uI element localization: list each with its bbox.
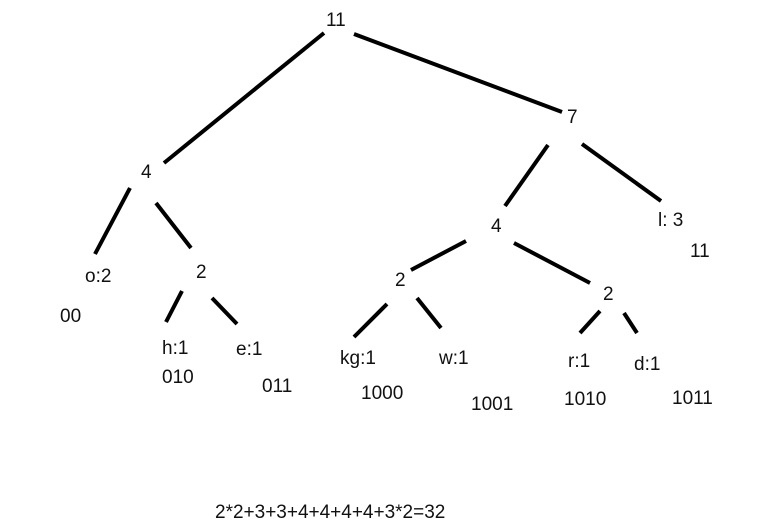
node-root: 11: [326, 10, 346, 31]
edge-2-d: [622, 311, 639, 335]
leaf-h-label: h:1: [162, 338, 189, 359]
leaf-kg-label: kg:1: [340, 348, 376, 369]
edge-root-left: [162, 31, 326, 165]
edge-2-r: [578, 309, 602, 335]
edge-7-l: [580, 142, 663, 203]
edge-2-e: [210, 296, 239, 326]
edge-2-kg: [352, 302, 389, 339]
leaf-w-code: 1001: [471, 394, 514, 415]
edge-7-4: [503, 143, 550, 208]
node-right-internal: 7: [567, 107, 578, 128]
edge-2-h: [164, 290, 184, 323]
leaf-d-code: 1011: [672, 388, 713, 409]
node-left-internal: 4: [141, 162, 152, 183]
node-right-left-internal: 4: [491, 216, 502, 237]
node-left-right-internal: 2: [196, 262, 207, 283]
edge-root-right: [353, 32, 563, 114]
edge-2-w: [415, 296, 443, 330]
leaf-o-label: o:2: [85, 266, 112, 287]
edge-4-2: [154, 201, 193, 250]
leaf-r-label: r:1: [568, 351, 591, 372]
leaf-e-label: e:1: [236, 339, 263, 360]
leaf-l-code: 11: [690, 241, 710, 262]
leaf-l-label: l: 3: [658, 210, 684, 231]
leaf-h-code: 010: [162, 367, 194, 388]
node-mid-left-internal: 2: [395, 270, 406, 291]
leaf-e-code: 011: [262, 376, 293, 397]
leaf-kg-code: 1000: [361, 383, 404, 404]
leaf-d-label: d:1: [634, 354, 661, 375]
edge-4-2mid: [410, 239, 467, 272]
node-mid-right-internal: 2: [603, 284, 614, 305]
leaf-o-code: 00: [60, 306, 82, 327]
leaf-r-code: 1010: [564, 389, 607, 410]
leaf-w-label: w:1: [439, 348, 469, 369]
edge-4-o: [93, 187, 132, 255]
weighted-path-length-formula: 2*2+3+3+4+4+4+4+3*2=32: [215, 502, 446, 523]
edge-4-2right: [513, 241, 591, 285]
